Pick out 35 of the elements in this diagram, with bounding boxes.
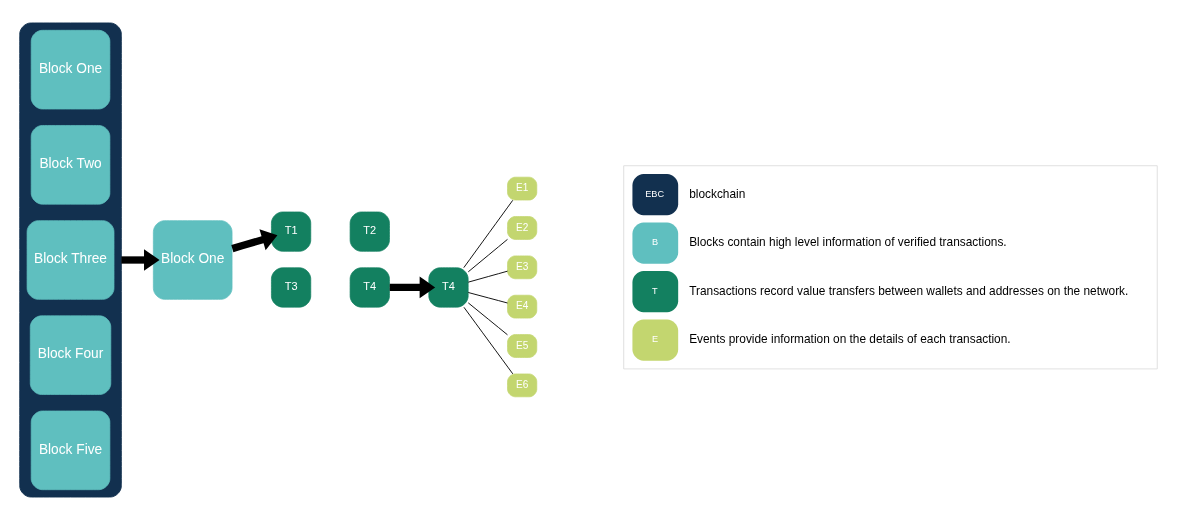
label: E: [652, 334, 659, 345]
arrow: [121, 249, 160, 271]
connector: [467, 292, 508, 304]
node-box: Block Four: [29, 315, 112, 395]
node-box: T1: [271, 211, 312, 252]
connector: [463, 306, 514, 375]
node-box: E5: [507, 334, 538, 358]
node-box: E1: [507, 176, 538, 201]
node-box: Block Two: [30, 125, 111, 205]
label: B: [652, 237, 659, 248]
node-box: E2: [507, 216, 538, 240]
node-box: E4: [507, 294, 538, 319]
connector: [463, 199, 514, 269]
connector: [467, 302, 508, 336]
label: T: [652, 285, 658, 296]
node-box: E3: [507, 255, 538, 280]
arrow: [389, 276, 436, 299]
arrow: [231, 229, 278, 253]
node-box: Block Three: [26, 220, 115, 300]
node-box: T2: [349, 211, 390, 252]
node-box: T3: [271, 267, 312, 308]
node-box: Block Five: [30, 410, 111, 491]
label: EBC: [645, 188, 665, 199]
node-box: Block One: [30, 29, 111, 110]
node-box: Block One: [153, 220, 233, 300]
connector: [467, 238, 508, 273]
legend-label: blockchain: [689, 186, 746, 201]
connector: [467, 270, 508, 283]
node-box: T4: [428, 267, 469, 308]
cluster: [19, 22, 122, 498]
legend-label: Events provide information on the details of each transaction.: [689, 332, 1011, 347]
legend-label: Blocks contain high level information of verified transactions.: [689, 235, 1007, 250]
legend-label: Transactions record value transfers between wallets and addresses on the network.: [689, 283, 1129, 298]
node-box: T4: [349, 267, 390, 308]
node-box: E6: [507, 373, 538, 398]
